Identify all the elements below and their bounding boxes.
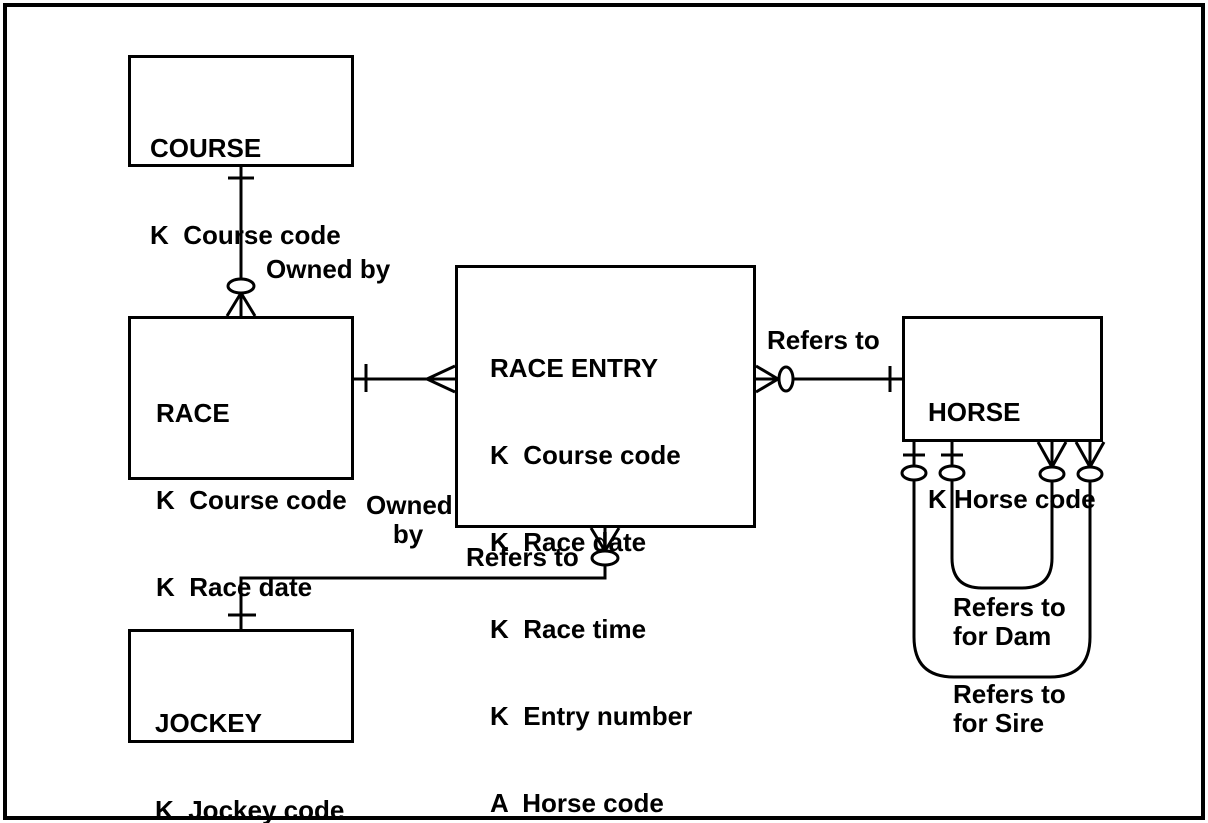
relationship-race-entry-horse: [755, 364, 902, 394]
entity-title: RACE ENTRY: [490, 353, 659, 383]
relationship-race-race-entry: [354, 364, 456, 394]
entity-title: HORSE: [928, 397, 1021, 427]
entity-attribute: K Race date: [156, 572, 313, 602]
entity-attribute: K Entry number: [490, 701, 693, 731]
entity-attribute: K Horse code: [928, 484, 1096, 514]
entity-course: COURSE K Course code: [128, 55, 354, 250]
crow-foot-icon: [225, 292, 257, 317]
optionality-circle: [1076, 465, 1104, 483]
relationship-race-entry-jockey: [228, 527, 621, 629]
crow-foot-icon: [1074, 441, 1106, 468]
crow-foot-icon: [589, 527, 621, 552]
relationship-label-owned-by: Owned by: [366, 490, 453, 549]
crow-foot-icon: [426, 364, 456, 394]
relationship-label-refers-to: Refers to: [466, 542, 579, 572]
crow-foot-icon: [755, 364, 779, 394]
entity-race-entry: RACE ENTRY K Course code K Race date K R…: [455, 265, 756, 818]
crow-foot-icon: [1036, 441, 1068, 468]
entity-title: COURSE: [150, 133, 262, 163]
relationship-label-owned-by: Owned by: [266, 254, 391, 284]
entity-attribute: K Jockey code: [155, 795, 345, 823]
relationship-label-refers-to: Refers to: [767, 325, 880, 355]
relationship-label-refers-to-for-sire: Refers to for Sire: [953, 679, 1066, 738]
entity-attribute: K Race date: [490, 527, 647, 557]
relationship-label-refers-to-for-dam: Refers to for Dam: [953, 592, 1066, 651]
entity-title: JOCKEY: [155, 708, 262, 738]
entity-attribute: A Horse code: [490, 788, 664, 818]
relationship-line: [912, 442, 1092, 679]
optionality-circle: [226, 277, 256, 295]
entity-attribute: K Course code: [156, 485, 347, 515]
entity-jockey: JOCKEY K Jockey code: [128, 629, 354, 823]
entity-title: RACE: [156, 398, 230, 428]
relationship-horse-sire: [900, 441, 1106, 679]
entity-race: RACE K Course code K Race date K Race ti…: [128, 316, 354, 689]
entity-attribute: K Course code: [150, 220, 341, 250]
optionality-circle: [938, 464, 966, 482]
entity-attribute: K Course code: [490, 440, 681, 470]
relationship-course-race: [225, 167, 257, 317]
entity-attribute: K Race time: [490, 614, 647, 644]
optionality-circle: [1038, 465, 1066, 483]
optionality-circle: [900, 464, 928, 482]
relationship-horse-dam: [938, 441, 1068, 590]
diagram-border: [3, 3, 1205, 820]
entity-horse: HORSE K Horse code: [902, 316, 1103, 514]
optionality-circle: [777, 365, 795, 393]
relationship-line: [950, 442, 1054, 590]
optionality-circle: [590, 549, 620, 567]
